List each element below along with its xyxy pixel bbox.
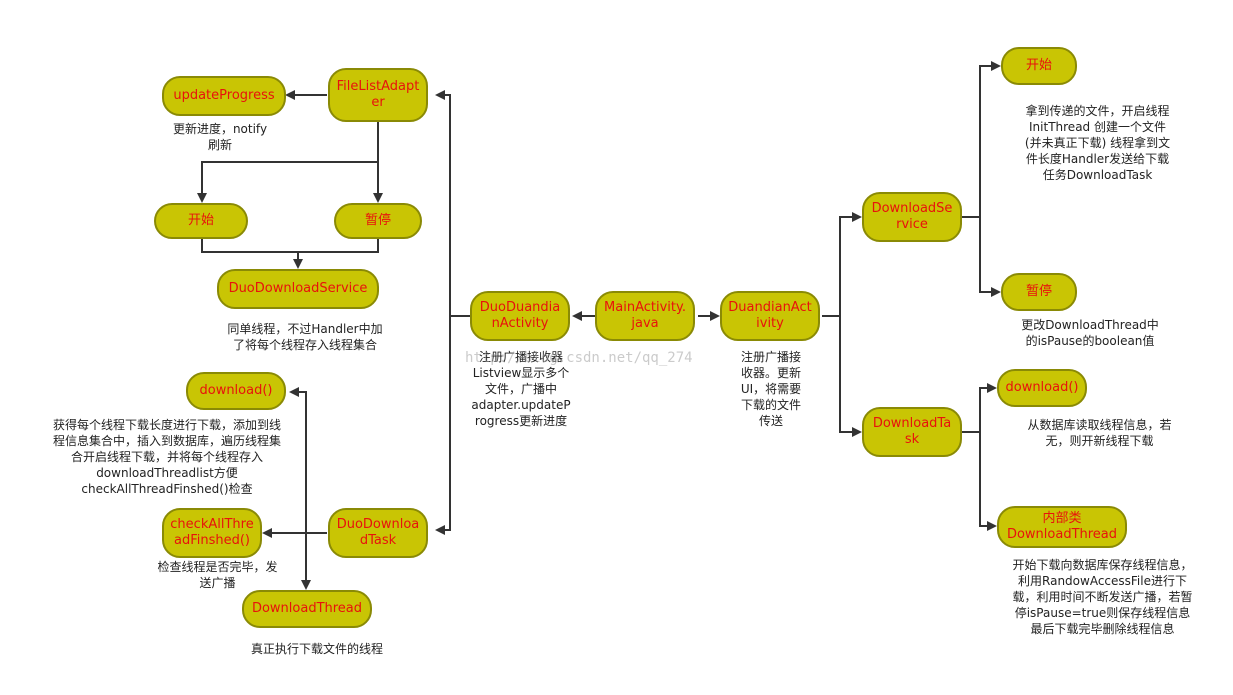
node-inner-download-thread: 内部类 DownloadThread [997, 506, 1127, 548]
node-download-thread: DownloadThread [242, 590, 372, 628]
line-pause-to-service [298, 238, 379, 253]
note-update-progress: 更新进度，notify 刷新 [172, 122, 268, 152]
arrow-duandian-to-service [822, 212, 862, 317]
node-main-activity: MainActivity.java [595, 291, 695, 341]
watermark: http://blog.csdn.net/qq_274 [465, 350, 693, 366]
note-duandian-activity: 注册广播接 收器。更新 UI，将需要 下载的文件 传送 [740, 350, 802, 428]
note-check-all-thread: 检查线程是否完毕，发 送广播 [157, 560, 278, 590]
node-pause-right: 暂停 [1001, 273, 1077, 311]
arrow-task-to-download [289, 387, 307, 543]
node-download-right: download() [997, 369, 1087, 407]
node-pause-left: 暂停 [334, 203, 422, 239]
node-download-task: DownloadTask [862, 407, 962, 457]
arrow-duandian-to-task [839, 316, 862, 437]
node-duo-download-service: DuoDownloadService [217, 269, 379, 309]
note-start-right: 拿到传递的文件，开启线程 InitThread 创建一个文件 (并未真正下载) … [1024, 104, 1171, 182]
note-download-right: 从数据库读取线程信息，若 无，则开新线程下载 [1027, 418, 1172, 448]
arrow-task-to-download-right [962, 383, 997, 433]
node-download-left: download() [186, 372, 286, 410]
node-duo-download-task: DuoDownloadTask [328, 508, 428, 558]
arrow-adapter-to-start [197, 120, 379, 203]
node-start-right: 开始 [1001, 47, 1077, 85]
node-file-list-adapter: FileListAdapter [328, 68, 428, 122]
note-inner-download-thread: 开始下载向数据库保存线程信息， 利用RandowAccessFile进行下 载，… [1012, 558, 1193, 636]
arrow-activity-to-adapter [435, 90, 470, 317]
arrow-start-to-service [201, 238, 303, 269]
arrow-task-to-inner-thread [979, 432, 997, 531]
note-duo-download-service: 同单线程，不过Handler中加 了将每个线程存入线程集合 [227, 322, 383, 352]
note-download-thread: 真正执行下载文件的线程 [250, 642, 383, 656]
arrow-service-to-pause [979, 217, 1001, 297]
node-start-left: 开始 [154, 203, 248, 239]
note-duo-duandian-activity: 注册广播接收器 Listview显示多个 文件，广播中 adapter.upda… [471, 350, 571, 428]
arrow-service-to-start [962, 61, 1001, 218]
node-download-service: DownloadService [862, 192, 962, 242]
node-update-progress: updateProgress [162, 76, 286, 116]
note-download-left: 获得每个线程下载长度进行下载，添加到线 程信息集合中，插入到数据库，遍历线程集 … [52, 418, 281, 496]
node-duandian-activity: DuandianActivity [720, 291, 820, 341]
arrow-activity-to-task [435, 316, 451, 535]
note-pause-right: 更改DownloadThread中 的isPause的boolean值 [1021, 318, 1159, 348]
node-duo-duandian-activity: DuoDuandianActivity [470, 291, 570, 341]
node-check-all-thread: checkAllThreadFinshed() [162, 508, 262, 558]
